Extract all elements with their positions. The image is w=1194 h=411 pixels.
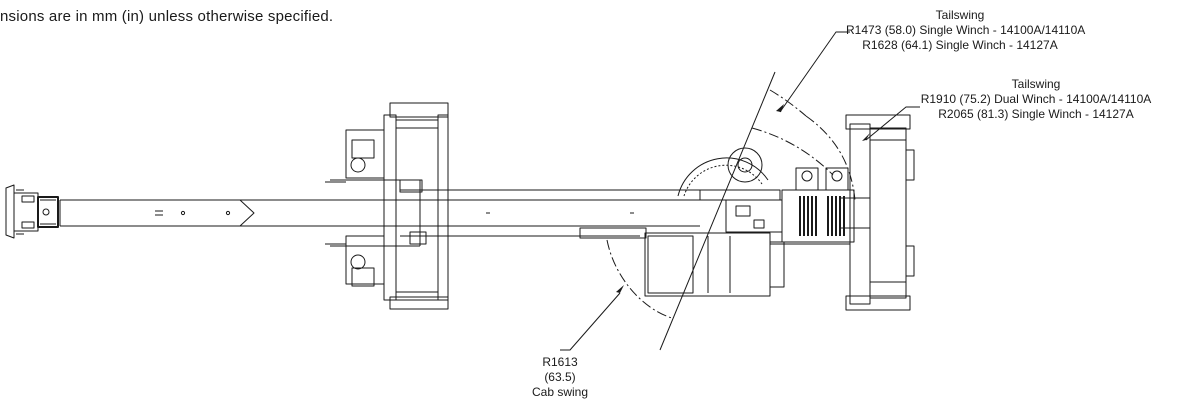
rear-outrigger [770, 114, 915, 311]
tailswing-arc-right [805, 115, 856, 201]
leader-arrowheads [616, 104, 870, 293]
tailswing-2-line1: R1910 (75.2) Dual Winch - 14100A/14110A [920, 92, 1152, 106]
boom [59, 179, 700, 247]
cab-swing-callout: R1613 (63.5) Cab swing [520, 355, 600, 400]
leader-tailswing-2 [865, 106, 920, 141]
tailswing-1-title: Tailswing [935, 8, 985, 22]
tailswing-arc-inner [751, 127, 834, 176]
winch-assembly [725, 167, 855, 243]
turntable [677, 147, 781, 201]
tailswing-2-title: Tailswing [1011, 77, 1061, 91]
cab-swing-inches: (63.5) [544, 370, 576, 384]
leader-lines [560, 31, 920, 351]
boom-tip-assembly [5, 184, 59, 239]
tailswing-1-line1: R1473 (58.0) Single Winch - 14100A/14110… [846, 23, 1086, 37]
leader-tailswing-1 [779, 31, 850, 113]
cab-swing-arc [606, 239, 673, 319]
leader-cab-swing [560, 292, 621, 351]
dimension-note: nsions are in mm (in) unless otherwise s… [0, 8, 334, 25]
front-outrigger [325, 102, 449, 310]
cab-swing-radius: R1613 [542, 355, 578, 369]
swing-radius-arcs [606, 89, 856, 319]
tailswing-callout-2: Tailswing R1910 (75.2) Dual Winch - 1410… [898, 77, 1174, 122]
centerline-swing [659, 71, 776, 351]
tailswing-1-line2: R1628 (64.1) Single Winch - 14127A [862, 38, 1058, 52]
tailswing-arc-outer [769, 89, 807, 117]
tailswing-callout-1: Tailswing R1473 (58.0) Single Winch - 14… [846, 8, 1086, 53]
cab-swing-title: Cab swing [531, 385, 589, 399]
operator-cab [579, 227, 785, 297]
tailswing-2-line2: R2065 (81.3) Single Winch - 14127A [938, 107, 1134, 121]
